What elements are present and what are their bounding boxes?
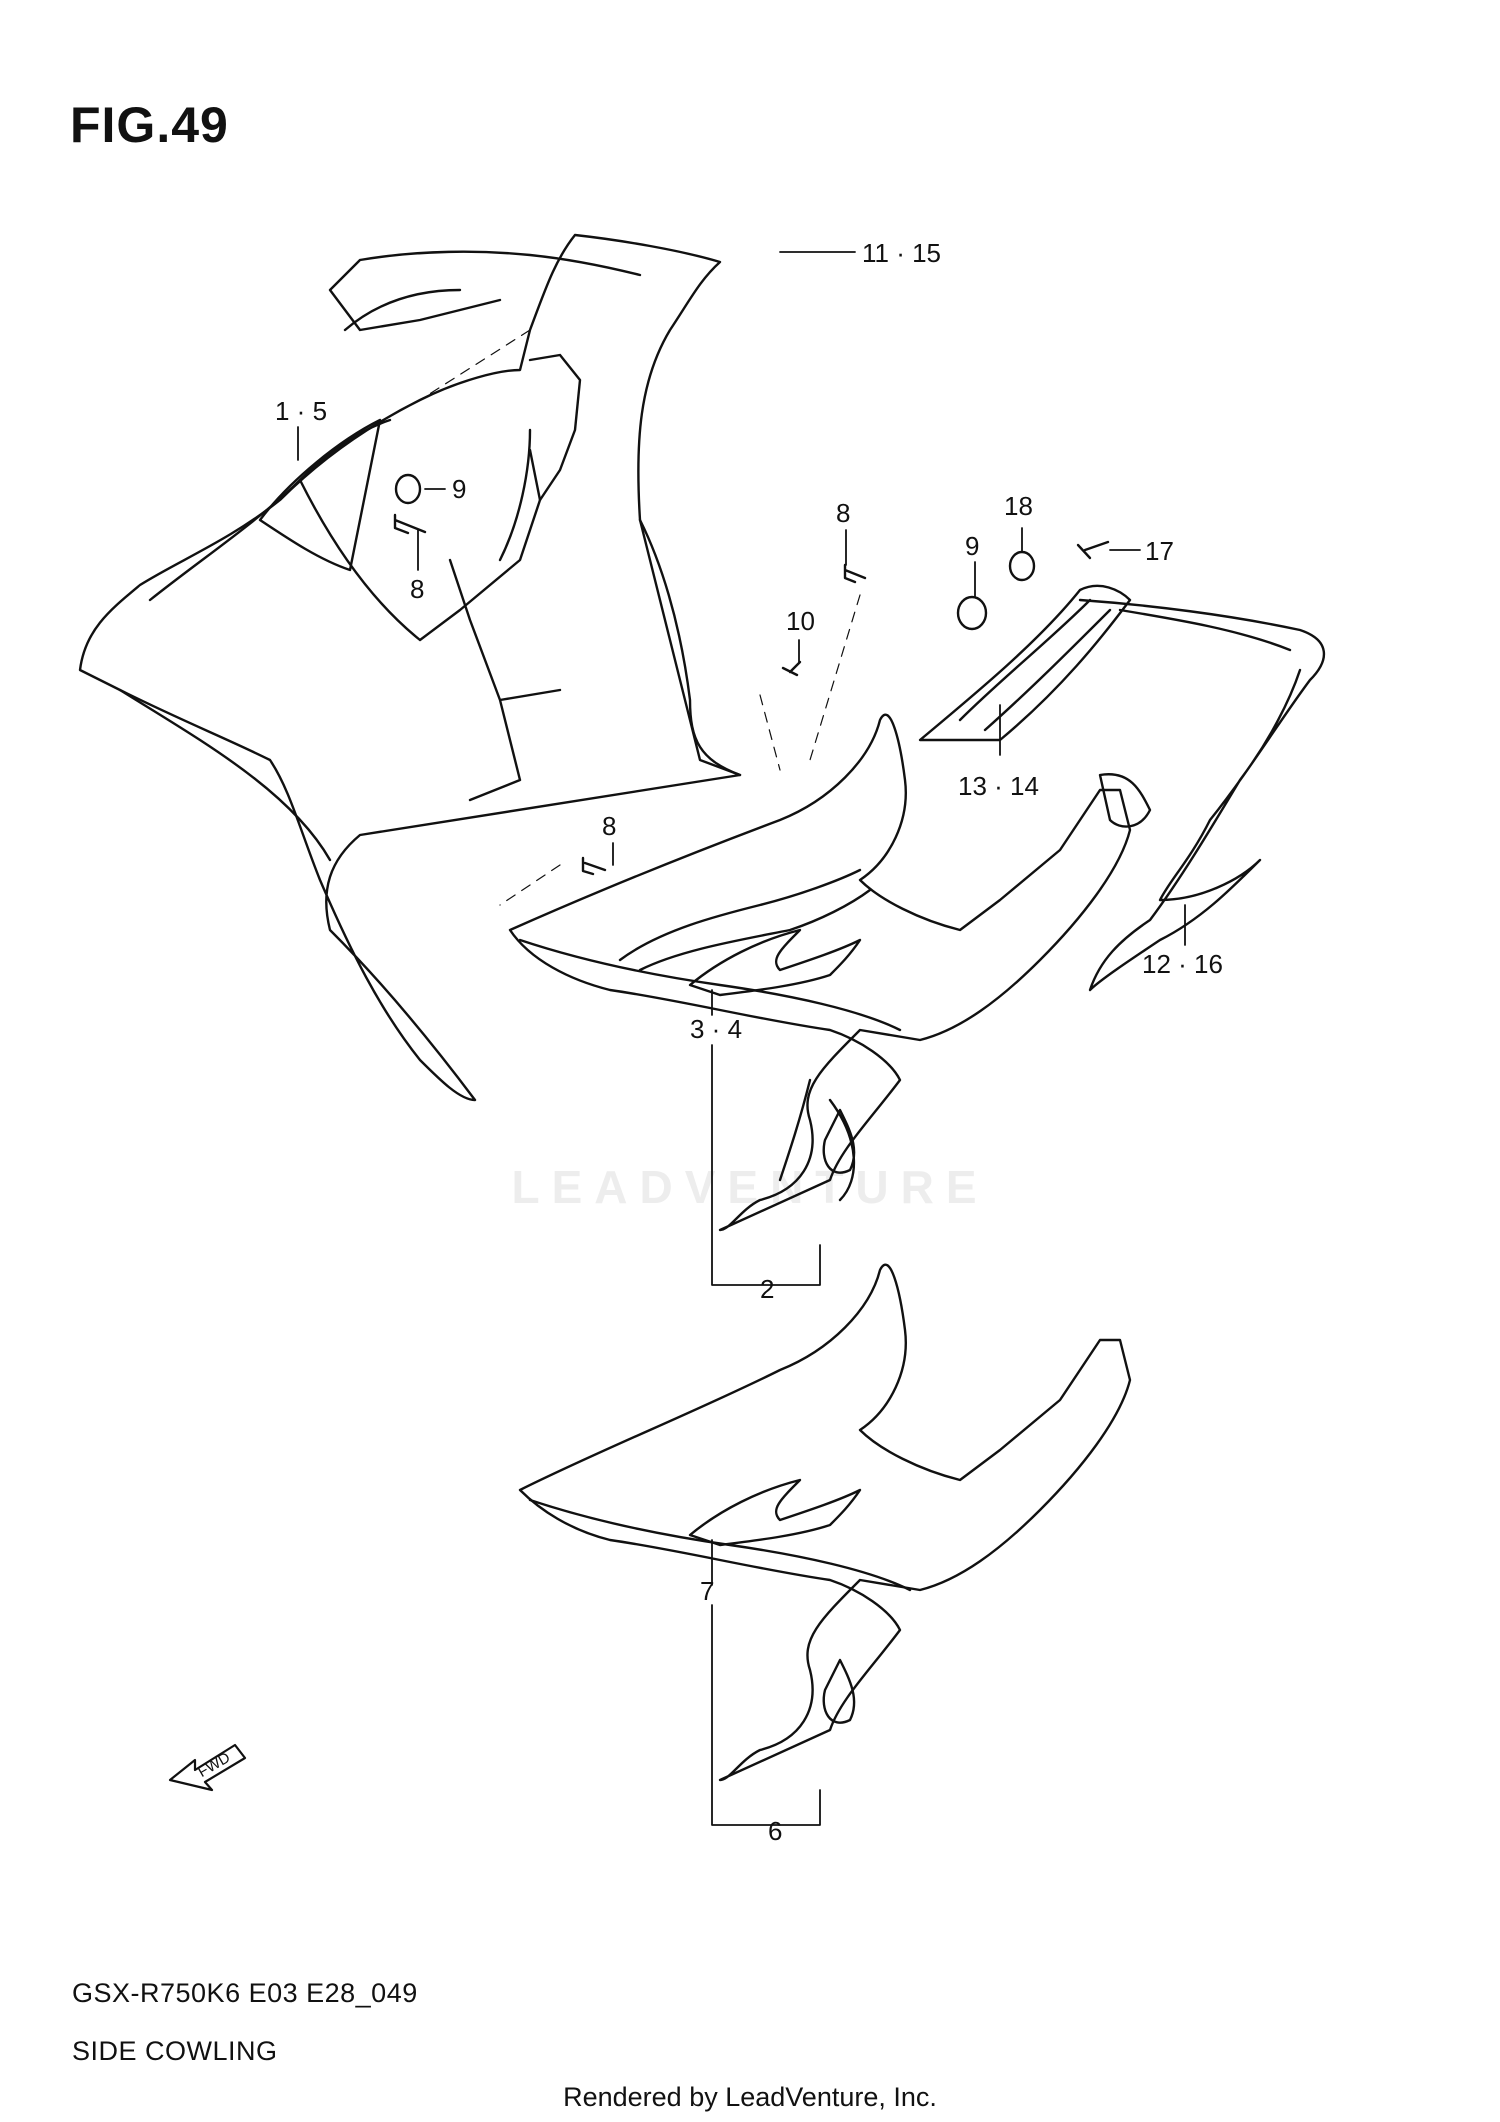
callout-17: 17	[1145, 536, 1174, 566]
figure-title: FIG.49	[70, 97, 229, 153]
side-panel-12-16	[1078, 598, 1326, 992]
callout-3-4: 3 · 4	[690, 1014, 742, 1044]
model-code: GSX-R750K6 E03 E28_049	[72, 1978, 418, 2008]
grommet-9b	[956, 595, 988, 631]
callout-7: 7	[700, 1576, 714, 1606]
callout-11-15: 11 · 15	[862, 238, 941, 268]
upper-side-cowling	[78, 233, 742, 1102]
callout-9: 9	[452, 474, 466, 504]
callout-12-16: 12 · 16	[1142, 949, 1223, 979]
callout-2: 2	[760, 1274, 774, 1304]
callout-13-14: 13 · 14	[958, 771, 1039, 801]
callout-8-c: 8	[602, 811, 616, 841]
callout-8-b: 8	[836, 498, 850, 528]
upper-lower-cowling	[508, 713, 1132, 1232]
figure-caption: SIDE COWLING	[72, 2036, 278, 2066]
logo-graphic-7	[688, 1478, 862, 1547]
grommet-9	[394, 473, 422, 505]
watermark-text: LEADVENTURE	[511, 1161, 989, 1213]
grommet-18	[1008, 550, 1036, 582]
callout-10: 10	[786, 606, 815, 636]
screw-8c	[581, 856, 607, 876]
callout-9-b: 9	[965, 531, 979, 561]
callout-1-5: 1 · 5	[275, 396, 327, 426]
screw-17	[1076, 540, 1110, 560]
screw-8	[393, 513, 427, 535]
logo-graphic-3-4	[688, 928, 862, 997]
callout-8-a: 8	[410, 574, 424, 604]
inner-panel-13-14	[918, 584, 1132, 742]
footer-credit: Rendered by LeadVenture, Inc.	[563, 2082, 937, 2112]
screw-8b	[843, 563, 867, 584]
lower-cowling	[518, 1263, 1132, 1782]
callout-6: 6	[768, 1816, 782, 1846]
callout-18: 18	[1004, 491, 1033, 521]
screw-10	[781, 660, 802, 677]
fwd-arrow	[168, 1743, 247, 1792]
